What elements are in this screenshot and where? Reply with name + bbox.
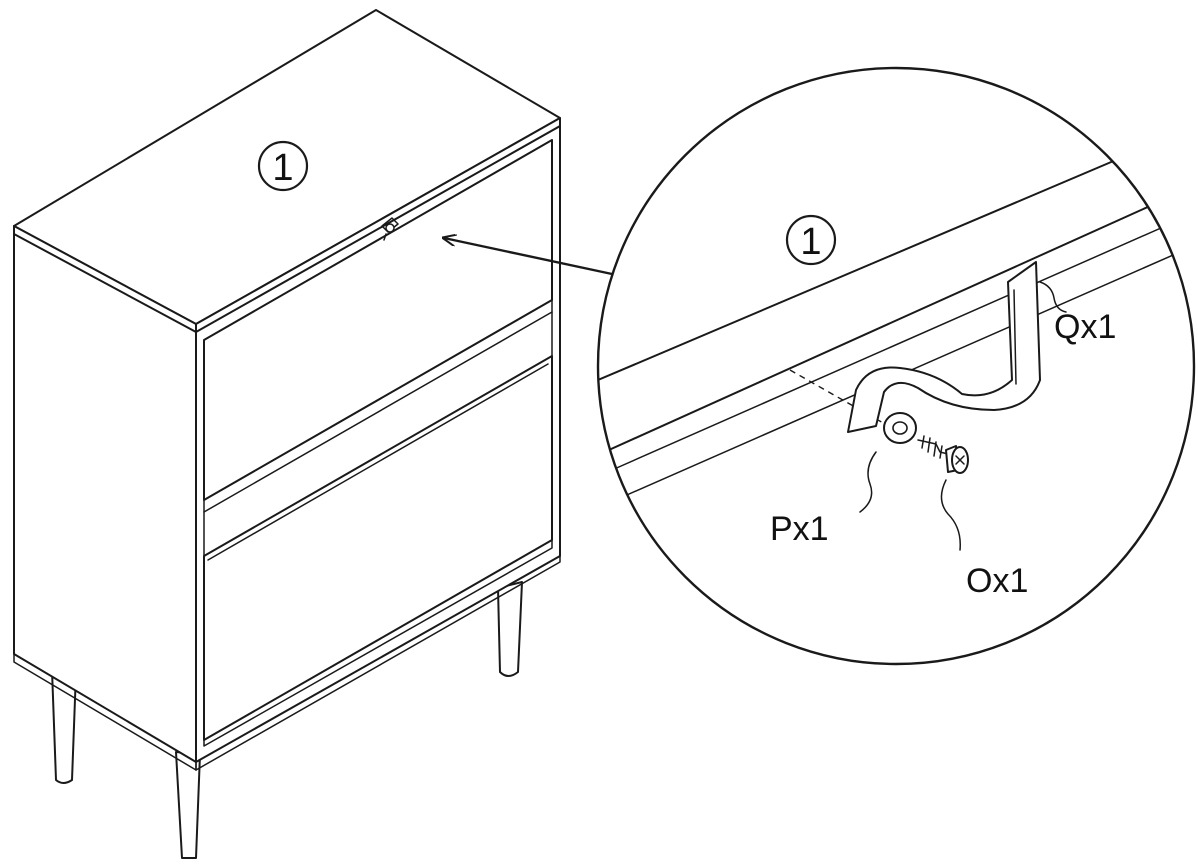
detail-magnified-view: 1 Qx1 Px1 Ox1 [596, 66, 1196, 666]
leader-q [1039, 281, 1067, 313]
label-screw-o: Ox1 [966, 562, 1028, 600]
washer-p [883, 412, 917, 444]
cabinet-lower-door [203, 355, 553, 741]
leader-p [859, 451, 877, 513]
strap-q [847, 261, 1041, 433]
label-washer-p: Px1 [770, 510, 829, 548]
cabinet: 1 [13, 9, 561, 859]
leader-o [940, 479, 961, 551]
step-marker-cabinet: 1 [257, 140, 309, 192]
screw-o [917, 435, 969, 474]
callout-arrow [444, 238, 613, 276]
label-strap-q: Qx1 [1054, 308, 1116, 346]
step-number-detail: 1 [800, 221, 821, 263]
anti-tip-fitting-icon [381, 217, 399, 241]
step-marker-detail: 1 [785, 214, 837, 266]
cabinet-legs [51, 581, 523, 859]
step-number-cabinet: 1 [272, 147, 293, 189]
